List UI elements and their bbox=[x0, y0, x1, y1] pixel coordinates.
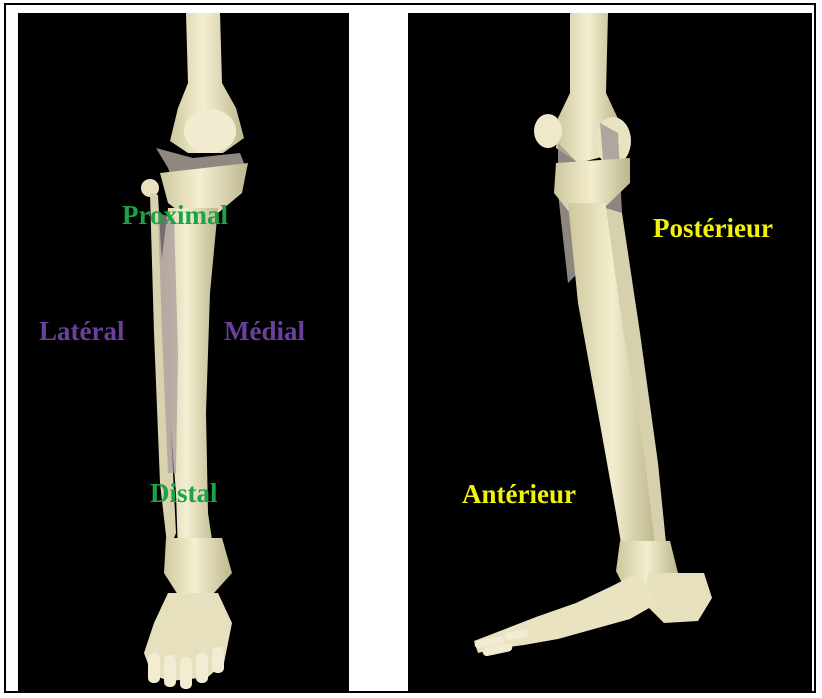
front-leg-illustration bbox=[18, 13, 349, 692]
fibula-head-shape bbox=[141, 179, 159, 197]
distal-label: Distal bbox=[150, 480, 218, 507]
front-view-panel: Proximal Latéral Médial Distal bbox=[18, 13, 349, 692]
posterior-label: Postérieur bbox=[653, 215, 773, 242]
medial-label: Médial bbox=[224, 318, 305, 345]
patella-shape bbox=[534, 114, 562, 148]
side-leg-illustration bbox=[408, 13, 812, 692]
patella-shape bbox=[184, 109, 236, 153]
proximal-label: Proximal bbox=[122, 202, 228, 229]
ankle-shape bbox=[164, 538, 232, 595]
lateral-label: Latéral bbox=[39, 318, 124, 345]
anterior-label: Antérieur bbox=[462, 481, 576, 508]
side-view-panel: Postérieur Antérieur bbox=[408, 13, 812, 692]
